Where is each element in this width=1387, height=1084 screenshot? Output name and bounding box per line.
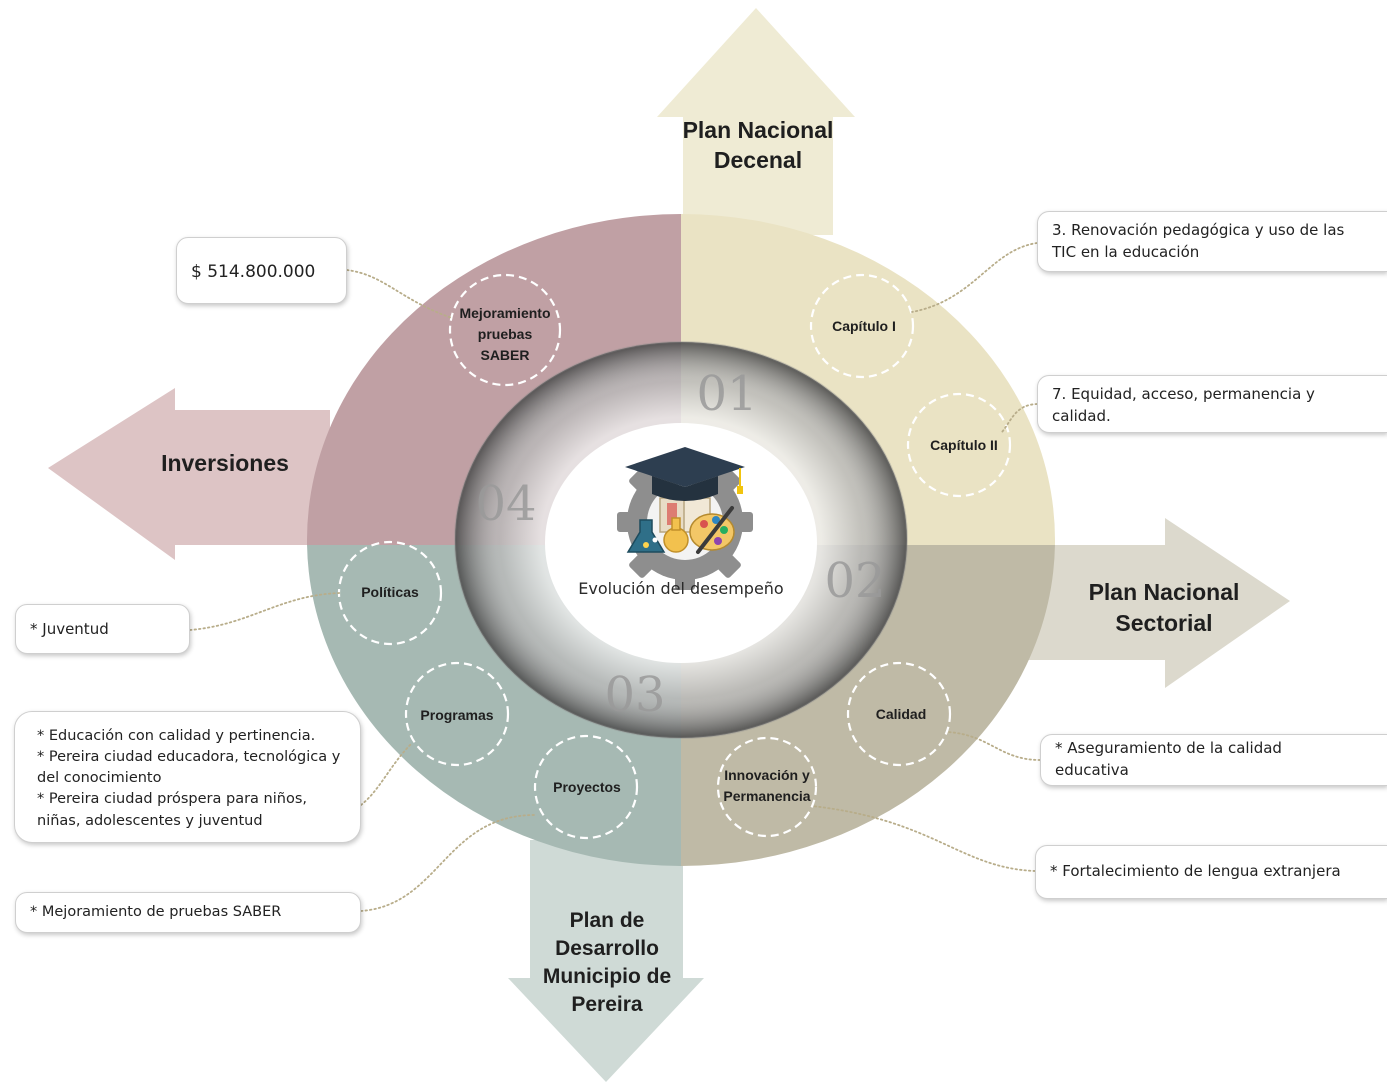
callout-programas-line2: * Pereira ciudad educadora, tecnológica … <box>37 749 341 787</box>
callout-politicas-text: * Juventud <box>30 620 109 638</box>
item-innovacion-line2: Permanencia <box>723 788 810 804</box>
callout-programas: * Educación con calidad y pertinencia. *… <box>14 711 361 843</box>
quadrant-number-01: 01 <box>696 366 757 422</box>
callout-investment: $ 514.800.000 <box>176 237 347 304</box>
inner-ring-edge <box>454 341 908 739</box>
arrow-label-plan-nacional-decenal-line2: Decenal <box>714 147 802 173</box>
item-proyectos: Proyectos <box>553 779 621 795</box>
arrow-label-plan-nacional-decenal-line1: Plan Nacional <box>683 117 834 143</box>
arrow-right <box>1000 518 1290 688</box>
callout-capitulo2-text: 7. Equidad, acceso, permanencia y calida… <box>1052 385 1315 425</box>
item-innovacion-line1: Innovación y <box>724 767 810 783</box>
center-label: Evolución del desempeño <box>578 579 783 598</box>
callout-programas-line3: * Pereira ciudad próspera para niños, ni… <box>37 791 307 829</box>
item-capitulo-i: Capítulo I <box>832 318 896 334</box>
connector-calidad <box>947 731 1041 761</box>
callout-investment-text: $ 514.800.000 <box>191 262 316 282</box>
arrow-up <box>657 8 855 235</box>
connector-innovacion <box>811 805 1036 872</box>
arrow-label-inversiones: Inversiones <box>161 450 289 476</box>
circle-capitulo-i <box>809 273 915 379</box>
callout-politicas: * Juventud <box>15 604 190 654</box>
arrow-label-plan-desarrollo-line1: Plan de <box>570 909 645 932</box>
connector-capitulo1 <box>911 242 1038 313</box>
callout-proyectos-text: * Mejoramiento de pruebas SABER <box>30 904 282 920</box>
circle-capitulo-ii <box>906 392 1012 498</box>
connector-programas <box>360 742 413 806</box>
circle-programas <box>404 661 510 767</box>
arrow-label-plan-nacional-sectorial-line2: Sectorial <box>1115 610 1212 636</box>
education-logo-icon <box>617 447 753 590</box>
circle-innovacion-permanencia <box>716 736 818 838</box>
callout-proyectos: * Mejoramiento de pruebas SABER <box>15 892 361 933</box>
item-capitulo-ii: Capítulo II <box>930 437 998 453</box>
callout-innovacion-text: * Fortalecimiento de lengua extranjera <box>1050 862 1341 880</box>
circle-proyectos <box>533 734 639 840</box>
arrow-label-plan-desarrollo-line3: Municipio de <box>543 965 671 988</box>
item-programas: Programas <box>420 707 493 723</box>
arrow-label-plan-nacional-sectorial-line1: Plan Nacional <box>1089 579 1240 605</box>
arrow-label-plan-desarrollo-line4: Pereira <box>571 993 643 1016</box>
connector-politicas <box>189 592 341 631</box>
callout-calidad: * Aseguramiento de la calidad educativa <box>1040 734 1387 786</box>
connector-investment <box>346 269 453 319</box>
item-calidad: Calidad <box>876 706 927 722</box>
arrow-left <box>48 388 330 560</box>
arrow-label-plan-desarrollo-line2: Desarrollo <box>555 937 659 960</box>
quadrant-number-02: 02 <box>824 553 885 609</box>
callout-capitulo1: 3. Renovación pedagógica y uso de las TI… <box>1037 211 1387 272</box>
callout-calidad-text: * Aseguramiento de la calidad educativa <box>1055 739 1282 779</box>
item-politicas: Políticas <box>361 584 419 600</box>
quadrant-number-04: 04 <box>475 476 536 532</box>
connector-proyectos <box>360 814 536 912</box>
item-mejoramiento-line3: SABER <box>480 347 529 363</box>
circle-mejoramiento-pruebas-saber <box>448 273 562 387</box>
callout-capitulo1-text: 3. Renovación pedagógica y uso de las TI… <box>1052 221 1345 261</box>
callout-capitulo2: 7. Equidad, acceso, permanencia y calida… <box>1037 375 1387 433</box>
item-mejoramiento-line2: pruebas <box>478 326 533 342</box>
quadrant-number-03: 03 <box>604 667 665 723</box>
circle-calidad <box>846 661 952 767</box>
connector-capitulo2 <box>1001 403 1038 433</box>
arrow-down <box>508 840 704 1082</box>
callout-programas-line1: * Educación con calidad y pertinencia. <box>37 728 316 744</box>
item-mejoramiento-line1: Mejoramiento <box>459 305 550 321</box>
callout-innovacion: * Fortalecimiento de lengua extranjera <box>1035 845 1387 899</box>
